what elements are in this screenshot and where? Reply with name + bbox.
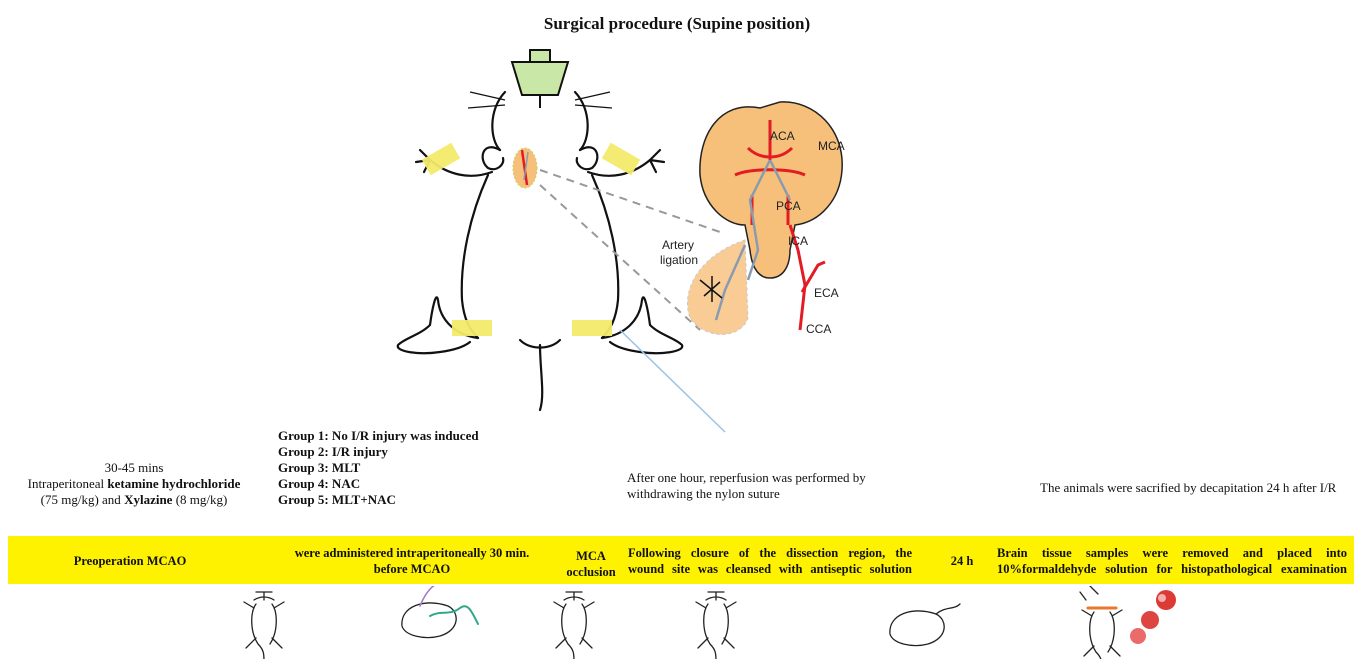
rat-supine-drawing — [398, 92, 682, 410]
label-ica: ICA — [788, 234, 808, 248]
supine-rat-icon-1 — [244, 592, 284, 659]
reperfusion-note: After one hour, reperfusion was performe… — [627, 470, 927, 502]
decapitation-rat-icon — [1080, 586, 1122, 659]
label-eca: ECA — [814, 286, 839, 300]
group-item: Group 3: MLT — [278, 460, 518, 476]
label-ligation: ligation — [660, 253, 698, 267]
timeline-step-administration: were administered intraperitoneally 30 m… — [262, 545, 562, 577]
label-cca: CCA — [806, 322, 831, 336]
label-pca: PCA — [776, 199, 801, 213]
suture-line — [620, 330, 725, 432]
group-item: Group 2: I/R injury — [278, 444, 518, 460]
timeline-rat-icons — [0, 586, 1354, 659]
group-list: Group 1: No I/R injury was induced Group… — [278, 428, 518, 508]
resting-rat-icon — [890, 604, 960, 646]
anesthesia-dose-line: (75 mg/kg) and Xylazine (8 mg/kg) — [12, 492, 256, 508]
timeline-step-24h: 24 h — [940, 553, 984, 569]
timeline-step-preoperation: Preoperation MCAO — [40, 553, 220, 569]
anesthesia-time: 30-45 mins — [12, 460, 256, 476]
sacrifice-note: The animals were sacrified by decapitati… — [1040, 480, 1350, 496]
supine-rat-icon-3 — [696, 592, 736, 659]
rat-with-sutures-icon — [402, 586, 478, 638]
incision-site — [513, 148, 537, 188]
anesthesia-drug-line: Intraperitoneal ketamine hydrochloride — [12, 476, 256, 492]
group-item: Group 4: NAC — [278, 476, 518, 492]
label-aca: ACA — [770, 129, 795, 143]
supine-rat-icon-2 — [554, 592, 594, 659]
surgical-illustration: ACA MCA PCA ICA ECA CCA Artery ligation — [0, 0, 1354, 440]
timeline-step-wound-closure: Following closure of the dissection regi… — [628, 545, 912, 577]
anesthesia-note: 30-45 mins Intraperitoneal ketamine hydr… — [12, 460, 256, 508]
label-artery: Artery — [662, 238, 694, 252]
group-item: Group 5: MLT+NAC — [278, 492, 518, 508]
label-mca: MCA — [818, 139, 845, 153]
timeline-step-tissue-sampling: Brain tissue samples were removed and pl… — [997, 545, 1347, 577]
nose-cone-icon — [468, 50, 612, 108]
group-item: Group 1: No I/R injury was induced — [278, 428, 518, 444]
brain-samples-icon — [1130, 590, 1176, 644]
timeline-step-mca-occlusion: MCA occlusion — [556, 548, 626, 580]
